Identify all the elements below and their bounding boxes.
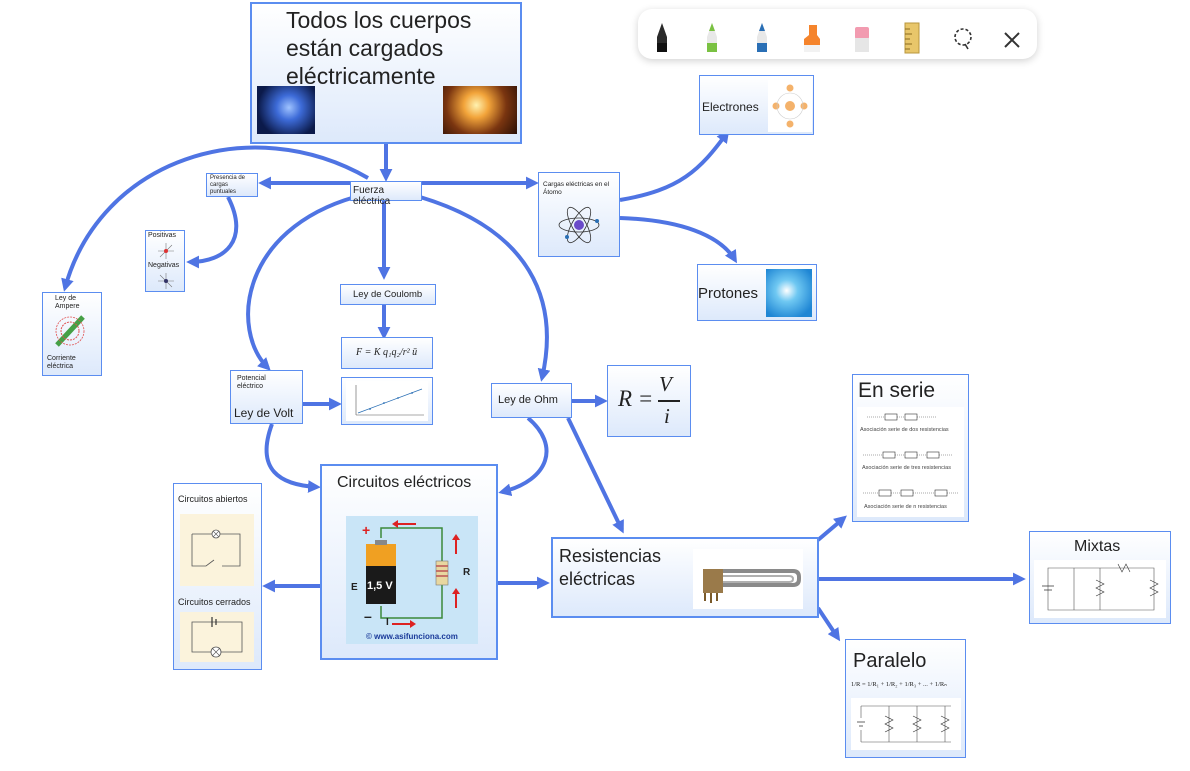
lasso-icon[interactable] <box>951 23 975 57</box>
serie-two-resistors <box>867 413 937 421</box>
ampere-title: Ley de Ampere <box>55 295 80 310</box>
paralelo-label: Paralelo <box>853 650 927 672</box>
closed-circuit-diagram <box>180 612 254 662</box>
arrow-ohm-resistencias <box>566 417 624 534</box>
circuitos-electricos-node[interactable]: Circuitos eléctricos + – 1,5 V E R I © w… <box>320 464 498 660</box>
battery-circuit-wires <box>366 520 460 628</box>
pen-blue-icon[interactable] <box>750 21 774 55</box>
cargas-atomo-label: Cargas eléctricas en el Átomo <box>543 181 610 196</box>
serie-n-resistors <box>863 489 959 497</box>
arrow-fuerza-ohm <box>419 195 551 382</box>
atom-icon <box>558 206 600 244</box>
battery-r: R <box>463 567 471 578</box>
circuitos-abiertos-cerrados-node[interactable]: Circuitos abiertos Circuitos cerrados <box>173 483 262 670</box>
open-circuit-diagram <box>180 514 254 586</box>
arrow-resistencias-serie <box>816 515 847 542</box>
ruler-icon[interactable] <box>900 21 924 55</box>
protones-label: Protones <box>698 285 759 302</box>
battery-credit: © www.asifunciona.com <box>366 632 458 641</box>
positivas-negativas-node[interactable]: Positivas Negativas <box>145 230 185 292</box>
coulomb-label: Ley de Coulomb <box>353 289 423 300</box>
paralelo-formula: 1/R = 1/R₁ + 1/R₂ + 1/R₃ + ... + 1/Rₙ <box>851 681 947 688</box>
battery-voltage: 1,5 V <box>367 580 393 592</box>
ohm-lhs: R = <box>618 386 654 411</box>
ohm-numerator: V <box>659 372 672 396</box>
pen-black-icon[interactable] <box>650 21 674 55</box>
protones-node[interactable]: Protones <box>697 264 817 321</box>
heating-element-drawing <box>703 569 801 603</box>
battery-circuit-image: + – 1,5 V E R I © www.asifunciona.com <box>346 516 478 644</box>
coulomb-formula: F = K q₁q₂/r² ū <box>356 347 418 358</box>
human-energy-image <box>257 86 315 134</box>
en-serie-label: En serie <box>858 379 936 402</box>
battery-e: E <box>351 582 358 593</box>
fuerza-label: Fuerza eléctrica <box>353 185 391 207</box>
serie-caption-1: Asociación serie de dos resistencias <box>860 427 949 433</box>
potencial-label: Potencial eléctrico <box>237 375 266 390</box>
serie-diagrams: Asociación serie de dos resistencias Aso… <box>857 407 964 517</box>
resistencias-electricas-node[interactable]: Resistencias eléctricas <box>551 537 819 618</box>
serie-three-resistors <box>863 451 953 459</box>
arrow-cargas-protones <box>619 216 737 264</box>
pen-green-icon[interactable] <box>700 21 724 55</box>
ley-volt-label: Ley de Volt <box>234 406 294 420</box>
drawing-toolbar <box>638 9 1037 59</box>
arrow-ohm-circuitos <box>498 416 549 497</box>
negativas-label: Negativas <box>148 262 180 269</box>
electrones-node[interactable]: Electrones <box>699 75 814 135</box>
cargas-atomo-node[interactable]: Cargas eléctricas en el Átomo <box>538 172 620 257</box>
arrow-presencia-positivas <box>186 196 239 269</box>
voltage-graph <box>346 381 428 421</box>
circuitos-label: Circuitos eléctricos <box>337 474 472 491</box>
arrow-fuerza-potencial <box>246 195 356 371</box>
arrow-resistencias-paralelo <box>816 606 841 642</box>
glowing-hands-image <box>443 86 517 134</box>
volt-graph-node[interactable] <box>341 377 433 425</box>
proton-image <box>766 269 812 317</box>
negative-field-icon <box>158 273 174 289</box>
serie-caption-3: Asociación serie de n resistencias <box>864 504 947 510</box>
paralelo-node[interactable]: Paralelo 1/R = 1/R₁ + 1/R₂ + 1/R₃ + ... … <box>845 639 966 758</box>
electrones-label: Electrones <box>702 100 759 114</box>
mixtas-label: Mixtas <box>1074 538 1121 555</box>
eraser-icon[interactable] <box>850 21 874 55</box>
electron-shells-icon <box>768 80 812 132</box>
positive-field-icon <box>158 243 174 259</box>
parallel-circuit-diagram <box>851 698 961 750</box>
coulomb-formula-node[interactable]: F = K q₁q₂/r² ū <box>341 337 433 369</box>
ley-ohm-node[interactable]: Ley de Ohm <box>491 383 572 418</box>
battery-i: I <box>386 617 389 628</box>
ley-coulomb-node[interactable]: Ley de Coulomb <box>340 284 436 305</box>
arrow-volt-circuitos <box>264 423 321 493</box>
heating-element-image <box>693 549 803 609</box>
resistencias-label: Resistencias eléctricas <box>559 546 662 589</box>
positivas-label: Positivas <box>148 232 177 239</box>
root-title: Todos los cuerpos están cargados eléctri… <box>286 7 472 89</box>
root-node[interactable]: Todos los cuerpos están cargados eléctri… <box>250 2 522 144</box>
mixtas-node[interactable]: Mixtas <box>1029 531 1171 624</box>
ohm-formula-node[interactable]: R = V i <box>607 365 691 437</box>
battery-plus: + <box>362 522 371 538</box>
ley-ampere-node[interactable]: Ley de Ampere Corriente eléctrica <box>42 292 102 376</box>
ampere-rule-icon <box>55 315 85 347</box>
fuerza-electrica-node[interactable]: Fuerza eléctrica <box>350 181 422 207</box>
en-serie-node[interactable]: En serie Asociación serie de dos resiste… <box>852 374 969 522</box>
highlighter-orange-icon[interactable] <box>800 21 824 55</box>
mixed-circuit-diagram <box>1034 560 1166 618</box>
arrow-cargas-electrones <box>619 129 730 202</box>
cerrados-label: Circuitos cerrados <box>178 597 251 607</box>
ohm-denominator: i <box>664 404 670 428</box>
ley-volt-node[interactable]: Potencial eléctrico Ley de Volt <box>230 370 303 424</box>
ohm-fraction-bar <box>658 400 680 402</box>
presencia-cargas-node[interactable]: Presencia de cargas puntuales <box>206 173 258 197</box>
serie-caption-2: Asociación serie de tres resistencias <box>862 465 951 471</box>
close-icon[interactable] <box>1000 23 1024 57</box>
abiertos-label: Circuitos abiertos <box>178 494 248 504</box>
presencia-label: Presencia de cargas puntuales <box>210 175 246 195</box>
ley-ohm-label: Ley de Ohm <box>498 394 558 406</box>
arrow-fuerza-ampere <box>61 145 369 292</box>
ampere-sub: Corriente eléctrica <box>47 355 76 370</box>
battery-minus: – <box>364 608 372 624</box>
